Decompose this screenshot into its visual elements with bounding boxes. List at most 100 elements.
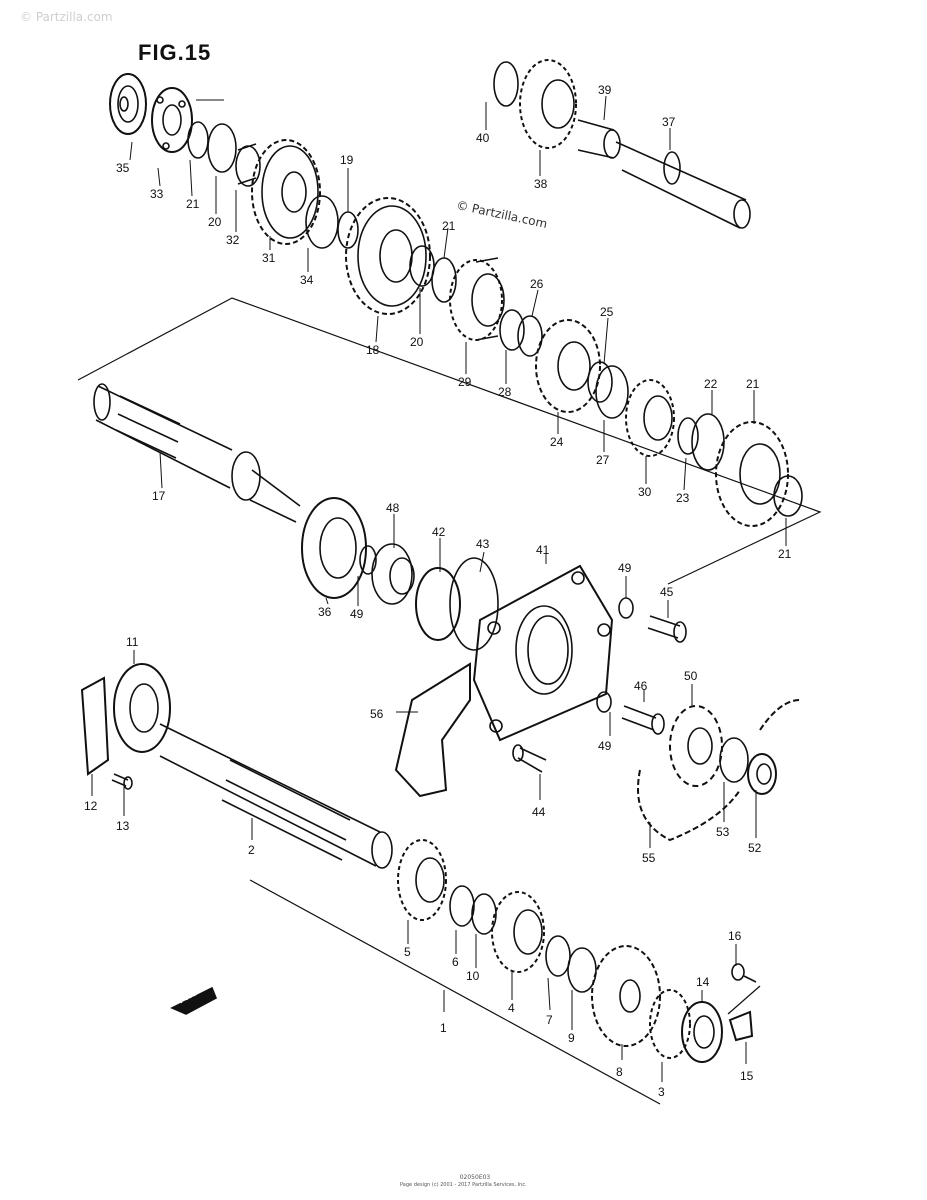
fwd-arrow-icon <box>170 986 218 1015</box>
callout-49b: 49 <box>598 739 612 753</box>
callout-53: 52 <box>748 841 762 855</box>
callout-36: 34 <box>300 273 314 287</box>
callout-9: 9 <box>568 1031 575 1045</box>
callout-16: 16 <box>728 929 742 943</box>
part-3-gear <box>649 989 691 1059</box>
callout-49: 49 <box>618 561 632 575</box>
part-25-washer <box>677 417 699 455</box>
part-34-bushing <box>235 143 261 187</box>
callout-21b: 21 <box>442 219 456 233</box>
callout-15: 15 <box>740 1069 754 1083</box>
part-30-washer <box>499 309 525 351</box>
callout-56: 56 <box>370 707 384 721</box>
callout-30: 28 <box>498 385 512 399</box>
callout-52: 48 <box>386 501 400 515</box>
part-5-gear <box>397 839 447 921</box>
watermark-faint: © Partzilla.com <box>20 10 113 24</box>
part-36-washer <box>305 195 339 249</box>
callout-21: 21 <box>186 197 200 211</box>
callout-3: 3 <box>658 1085 665 1099</box>
part-22-gear <box>715 421 789 527</box>
callout-18: 18 <box>366 343 380 357</box>
part-10-circlip <box>471 893 497 935</box>
part-56-plate <box>394 662 471 798</box>
callout-24: 22 <box>704 377 718 391</box>
part-46-bolt <box>512 744 547 773</box>
callout-47: 45 <box>660 585 674 599</box>
callout-11: 11 <box>126 635 139 649</box>
part-13-screw <box>111 773 133 790</box>
part-16-bolt <box>731 963 757 983</box>
callout-48: 46 <box>634 679 648 693</box>
callout-23: 21 <box>778 547 792 561</box>
part-49b-washer <box>596 691 612 713</box>
part-42-circlip <box>493 61 519 107</box>
callout-43: 41 <box>536 543 550 557</box>
callout-17: 17 <box>152 489 166 503</box>
callout-51: 49 <box>350 607 364 621</box>
callout-33: 31 <box>262 251 276 265</box>
callout-40: 38 <box>534 177 548 191</box>
callout-22: 21 <box>746 377 760 391</box>
figure-title: FIG.15 <box>138 40 212 65</box>
part-40-gear <box>519 59 577 149</box>
part-53-nut <box>747 753 777 795</box>
part-18-gear <box>345 197 431 315</box>
part-37-bearing <box>109 73 147 135</box>
callout-20b: 20 <box>410 335 424 349</box>
part-26-gear <box>535 319 601 413</box>
part-54-washer <box>719 737 749 783</box>
callout-26: 24 <box>550 435 564 449</box>
part-7-circlip <box>545 935 571 977</box>
part-4-gear <box>491 891 545 973</box>
callout-38: 36 <box>318 605 332 619</box>
footer-copyright: Page design (c) 2001 - 2017 Partzilla Se… <box>400 1182 527 1188</box>
callout-46: 44 <box>532 805 546 819</box>
callout-2: 2 <box>248 843 255 857</box>
leader-lines <box>91 95 787 1082</box>
part-39-shaft <box>615 141 751 229</box>
part-49-washer <box>618 597 634 619</box>
bracket-line-15 <box>727 985 761 1015</box>
callout-12: 12 <box>84 799 98 813</box>
part-55-chain <box>637 699 801 842</box>
part-47-bolt <box>647 615 687 643</box>
part-8-gear <box>591 945 661 1047</box>
callout-25: 23 <box>676 491 690 505</box>
part-32-gear <box>625 379 675 457</box>
part-50-sprocket <box>669 705 723 787</box>
part-20-circlip <box>207 123 237 173</box>
part-9-washer <box>567 947 597 993</box>
bracket-line-2 <box>249 879 661 1105</box>
callout-4: 4 <box>508 1001 515 1015</box>
part-23-bushing <box>773 475 803 517</box>
callout-8: 8 <box>616 1065 623 1079</box>
callout-35: 33 <box>150 187 164 201</box>
callout-6: 6 <box>452 955 459 969</box>
callout-39: 37 <box>662 115 676 129</box>
part-15-clip <box>728 1010 754 1042</box>
callout-10: 10 <box>466 969 480 983</box>
part-33-gear <box>251 139 321 245</box>
callout-50: 50 <box>684 669 698 683</box>
part-12-plate <box>80 676 110 776</box>
callout-37: 35 <box>116 161 130 175</box>
callout-27: 25 <box>600 305 614 319</box>
part-38-bearing <box>301 497 367 599</box>
callout-1: 1 <box>440 1021 447 1035</box>
part-6-washer <box>449 885 475 927</box>
part-51-washer <box>359 545 377 575</box>
part-14-bearing <box>681 1001 723 1063</box>
part-28-circlip <box>517 315 543 357</box>
part-11-bearing <box>113 663 171 753</box>
part-27-washer <box>587 361 613 403</box>
callout-20: 20 <box>208 215 222 229</box>
part-35-plate <box>151 87 193 153</box>
callout-54: 53 <box>716 825 730 839</box>
callout-7: 7 <box>546 1013 553 1027</box>
callout-13: 13 <box>116 819 130 833</box>
part-17-countershaft <box>93 383 301 523</box>
part-31-gear <box>449 257 505 341</box>
callout-44: 42 <box>432 525 446 539</box>
